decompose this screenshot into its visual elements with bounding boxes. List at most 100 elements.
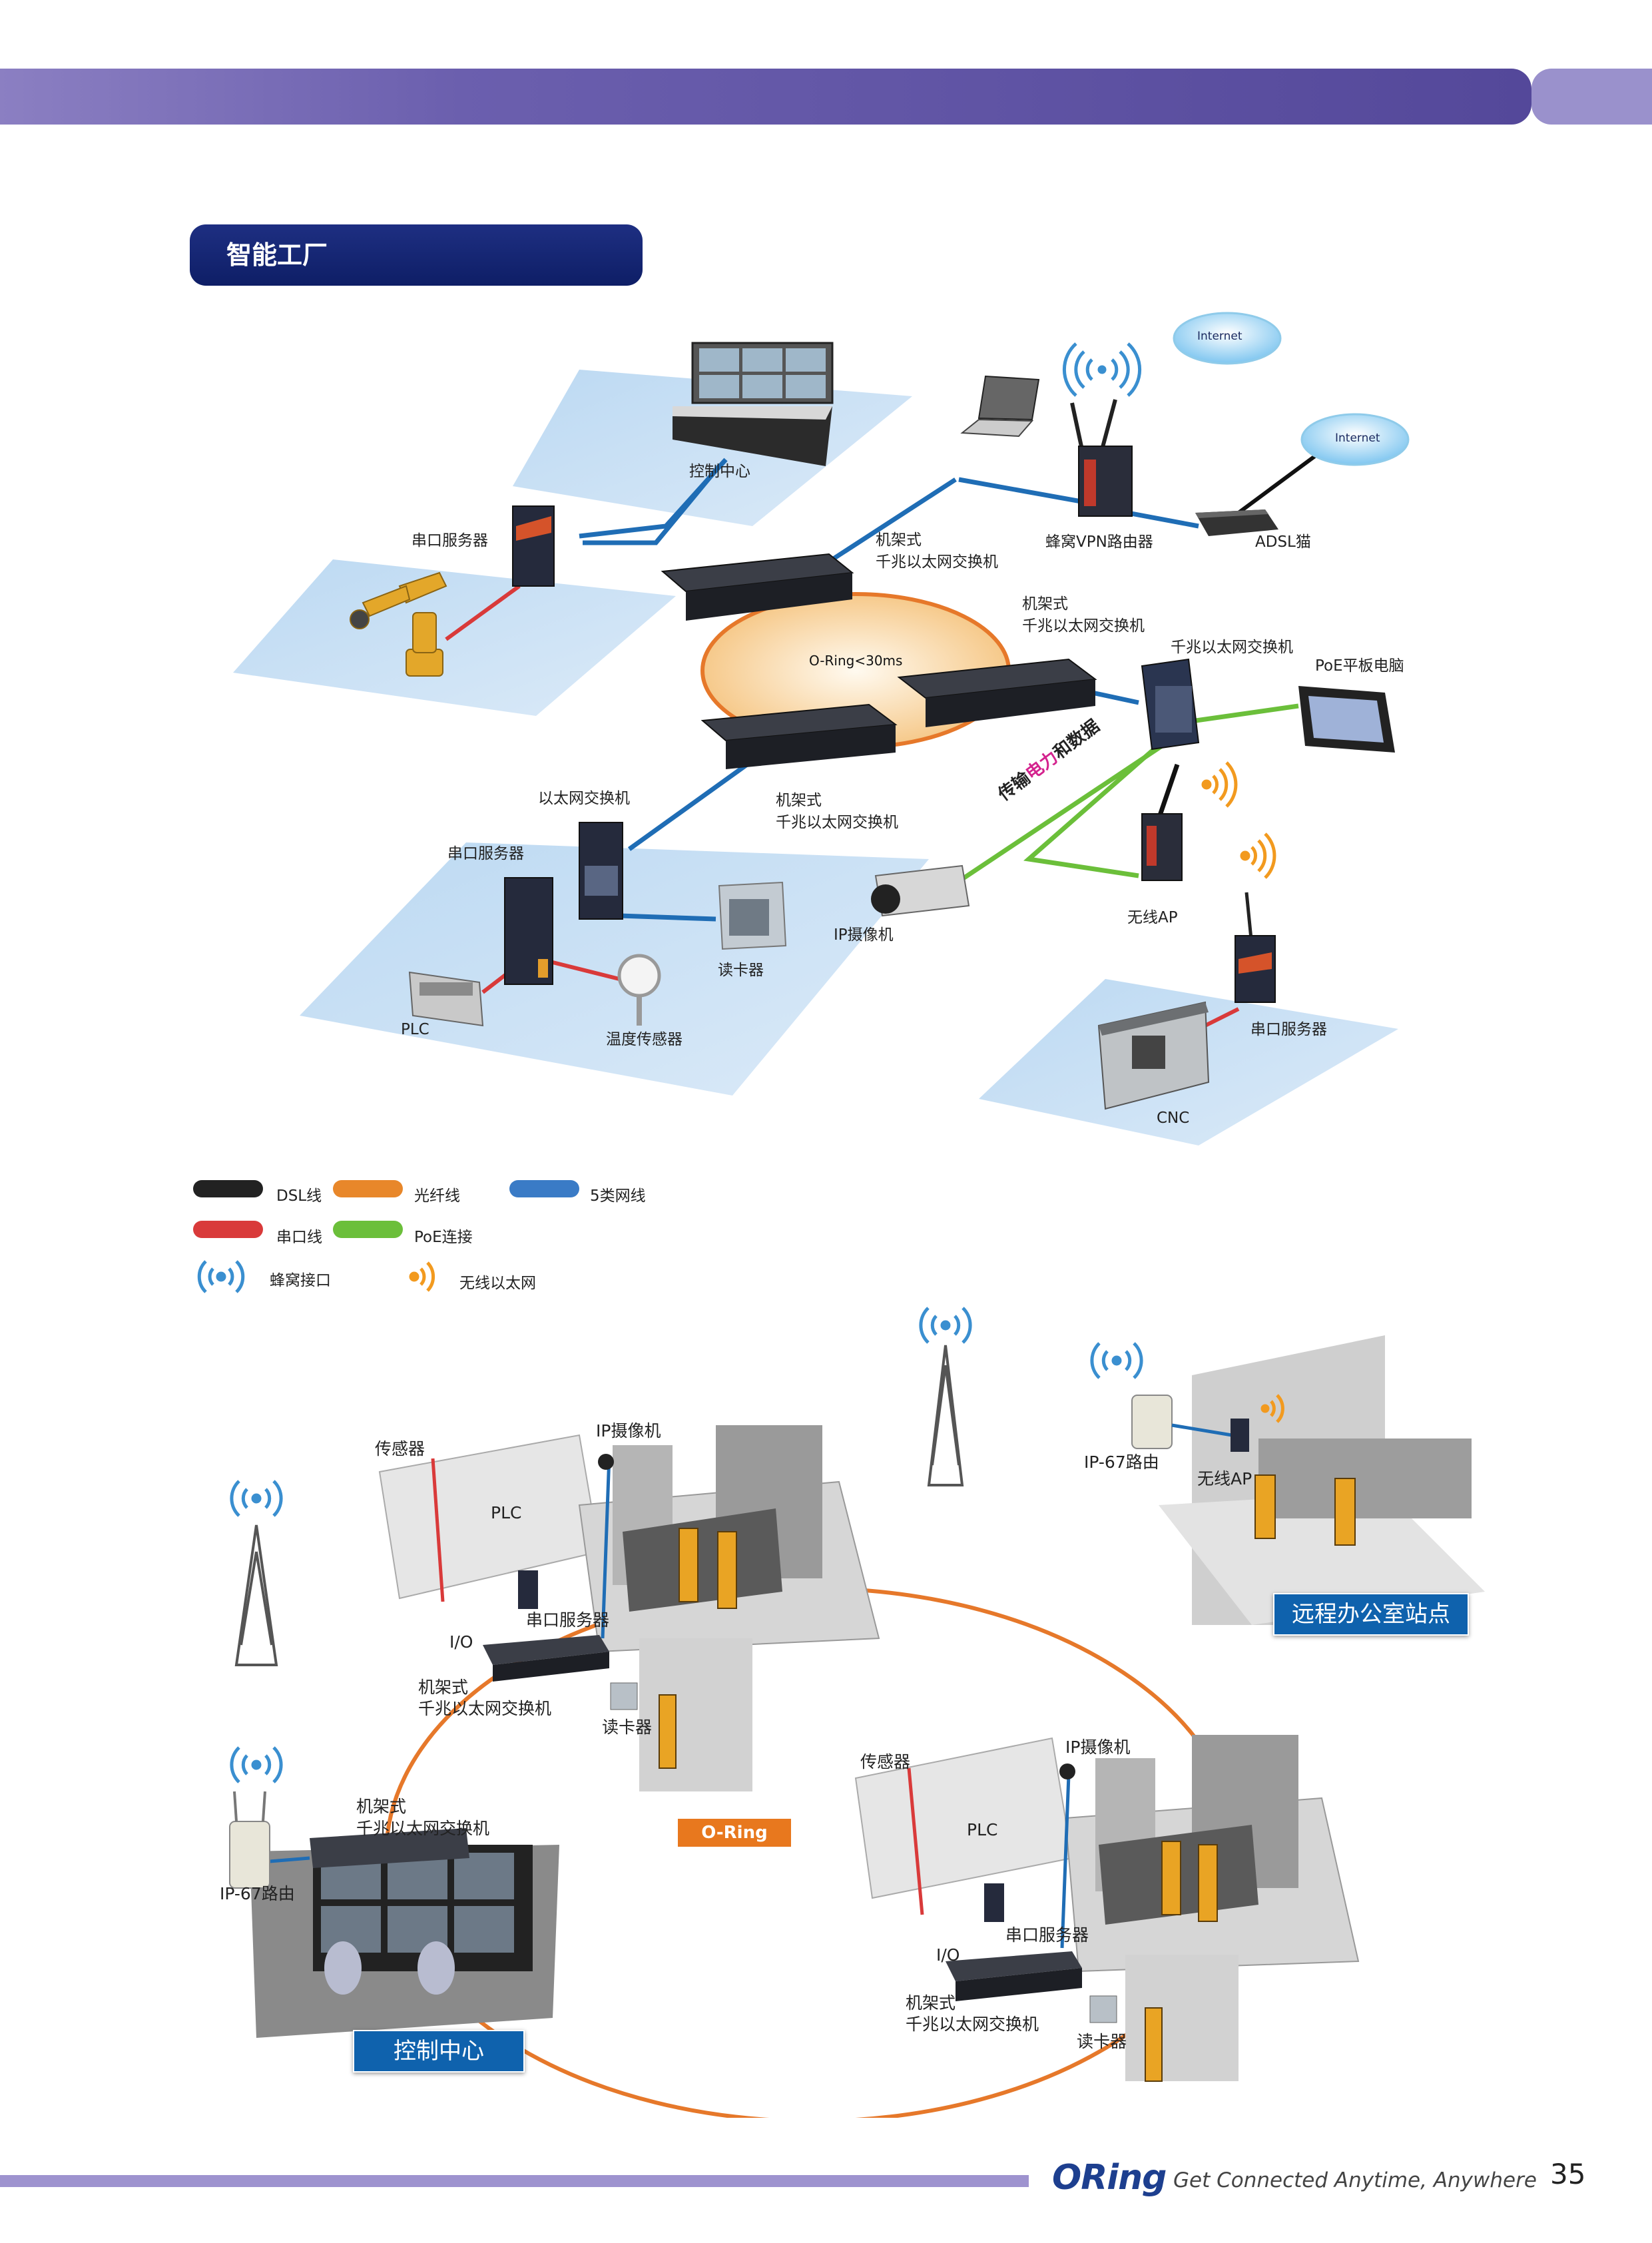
poe-tablet-label: PoE平板电脑 bbox=[1315, 657, 1404, 675]
brand-tagline: Get Connected Anytime, Anywhere bbox=[1173, 2168, 1537, 2192]
cellular-signal-router bbox=[230, 1746, 283, 1783]
factory-1-pillar bbox=[639, 1638, 752, 1791]
legend-dsl-label: DSL线 bbox=[276, 1187, 322, 1205]
sensor-2-label: 传感器 bbox=[860, 1752, 911, 1771]
remote-wifi-icon bbox=[1260, 1394, 1284, 1423]
plc-1-label: PLC bbox=[491, 1503, 522, 1522]
factory-2-serial-line bbox=[907, 1767, 924, 1915]
plc-label: PLC bbox=[401, 1021, 429, 1038]
factory-1-rack-switch-icon bbox=[483, 1635, 609, 1682]
legend-poe-swatch bbox=[333, 1221, 403, 1238]
legend-cat5-swatch bbox=[509, 1180, 579, 1197]
gigabit-switch-icon bbox=[1141, 658, 1200, 751]
temperature-sensor-icon bbox=[617, 954, 661, 1026]
card-reader-icon bbox=[718, 881, 787, 950]
legend-wireless-label: 无线以太网 bbox=[459, 1275, 536, 1292]
adsl-modem-label: ADSL猫 bbox=[1255, 533, 1311, 551]
ip67-router-remote-label: IP-67路由 bbox=[1084, 1452, 1159, 1472]
rack-switch-3-label-2: 千兆以太网交换机 bbox=[776, 814, 898, 831]
legend-cat5-label: 5类网线 bbox=[590, 1187, 646, 1205]
wireless-ap-icon bbox=[1141, 763, 1183, 881]
ip-camera-1-label: IP摄像机 bbox=[596, 1421, 661, 1441]
factory-2-machinery bbox=[854, 1735, 1360, 1973]
io-1-label: I/O bbox=[449, 1632, 473, 1652]
control-center-badge: 控制中心 bbox=[353, 2030, 525, 2073]
sensor-1-label: 传感器 bbox=[375, 1439, 425, 1458]
rack-switch-2-label-bottom-1: 机架式 bbox=[356, 1797, 407, 1816]
remote-worker-figures bbox=[1254, 1474, 1356, 1546]
ip67-router-1-icon bbox=[229, 1791, 270, 1889]
legend-serial-swatch bbox=[193, 1221, 263, 1238]
cell-tower-1 bbox=[927, 1345, 964, 1486]
wifi-icon-2 bbox=[1240, 832, 1276, 879]
factory-1-workers bbox=[659, 1528, 737, 1769]
control-center-label: 控制中心 bbox=[689, 463, 750, 480]
remote-cat5-line bbox=[1171, 1423, 1233, 1437]
rack-switch-2-label-2: 千兆以太网交换机 bbox=[1022, 617, 1145, 635]
internet-cloud-2 bbox=[1300, 413, 1410, 466]
plc-icon bbox=[408, 971, 484, 1027]
dsl-line bbox=[1237, 444, 1330, 515]
control-center-chairs bbox=[324, 1941, 455, 1995]
wifi-icon-1 bbox=[1201, 761, 1238, 808]
card-reader-2-label: 读卡器 bbox=[1077, 2032, 1127, 2051]
factory-2-pillar bbox=[1125, 1955, 1239, 2081]
legend-serial-label: 串口线 bbox=[276, 1229, 322, 1246]
oring-time-label: O-Ring<30ms bbox=[809, 653, 903, 669]
remote-desks bbox=[1258, 1439, 1472, 1518]
internet-cloud-1 bbox=[1173, 312, 1282, 365]
ip-camera-icon bbox=[871, 864, 970, 917]
cellular-vpn-router-icon bbox=[1070, 399, 1133, 517]
robot-arm-icon bbox=[350, 571, 447, 677]
gigabit-switch-label: 千兆以太网交换机 bbox=[1171, 639, 1293, 656]
serial-server-1-icon bbox=[512, 505, 555, 587]
ip67-router-2-icon bbox=[1131, 1395, 1173, 1449]
network-diagram-bottom bbox=[229, 1307, 1485, 2118]
legend-fiber-swatch bbox=[333, 1180, 403, 1197]
factory-1-serial-server-icon bbox=[518, 1570, 538, 1609]
laptop-icon bbox=[960, 375, 1040, 438]
factory-1-machinery bbox=[378, 1425, 880, 1653]
cellular-signal-tower-2 bbox=[230, 1480, 283, 1517]
rack-switch-1-label-2: 千兆以太网交换机 bbox=[876, 553, 998, 571]
header-bar bbox=[0, 69, 1531, 125]
remote-wireless-ap-label: 无线AP bbox=[1197, 1469, 1252, 1488]
rack-switch-1-icon bbox=[661, 553, 854, 621]
footer-bar bbox=[0, 2175, 1029, 2187]
rack-switch-3-label-bottom-1: 机架式 bbox=[906, 1993, 956, 2013]
remote-office-badge: 远程办公室站点 bbox=[1273, 1593, 1469, 1636]
remote-office-floor bbox=[1159, 1492, 1485, 1625]
rack-switch-1-label-bottom-1: 机架式 bbox=[418, 1678, 469, 1697]
adsl-modem-icon bbox=[1195, 509, 1278, 536]
header-bar-end bbox=[1531, 69, 1652, 125]
serial-server-2-label: 串口服务器 bbox=[447, 845, 524, 862]
legend-dsl-swatch bbox=[193, 1180, 263, 1197]
io-2-label: I/O bbox=[936, 1945, 960, 1965]
temperature-sensor-label: 温度传感器 bbox=[606, 1031, 683, 1048]
internet-label-2: Internet bbox=[1335, 432, 1380, 445]
ip67-router-link bbox=[269, 1856, 310, 1863]
legend-wireless-icon bbox=[409, 1261, 435, 1292]
cellular-signal-remote bbox=[1090, 1342, 1143, 1379]
network-diagram-top bbox=[233, 312, 1410, 1145]
serial-server-1-label: 串口服务器 bbox=[412, 532, 488, 549]
legend-cellular-label: 蜂窝接口 bbox=[270, 1272, 331, 1289]
serial-server-2-label-bottom: 串口服务器 bbox=[1005, 1925, 1089, 1945]
cellular-signal-tower-1 bbox=[919, 1307, 972, 1344]
cellular-signal-icon bbox=[1062, 342, 1142, 397]
factory-2-rack-switch-icon bbox=[946, 1951, 1082, 2001]
rack-switch-1-label-bottom-2: 千兆以太网交换机 bbox=[418, 1699, 552, 1718]
factory-2-workers bbox=[1145, 1841, 1218, 2082]
legend-poe-label: PoE连接 bbox=[414, 1229, 473, 1246]
serial-server-1-label-bottom: 串口服务器 bbox=[526, 1610, 610, 1630]
legend-cellular-icon bbox=[197, 1260, 245, 1293]
page-number: 35 bbox=[1550, 2158, 1586, 2190]
serial-server-2-icon bbox=[504, 877, 553, 985]
legend-fiber-label: 光纤线 bbox=[414, 1187, 460, 1205]
factory-1-ip-camera-icon bbox=[598, 1454, 614, 1470]
ethernet-switch-icon bbox=[579, 822, 623, 920]
serial-server-3-icon bbox=[1235, 892, 1276, 1003]
serial-server-3-label: 串口服务器 bbox=[1250, 1021, 1327, 1038]
poe-tablet-icon bbox=[1298, 686, 1395, 753]
factory-2-serial-server-icon bbox=[984, 1883, 1004, 1922]
